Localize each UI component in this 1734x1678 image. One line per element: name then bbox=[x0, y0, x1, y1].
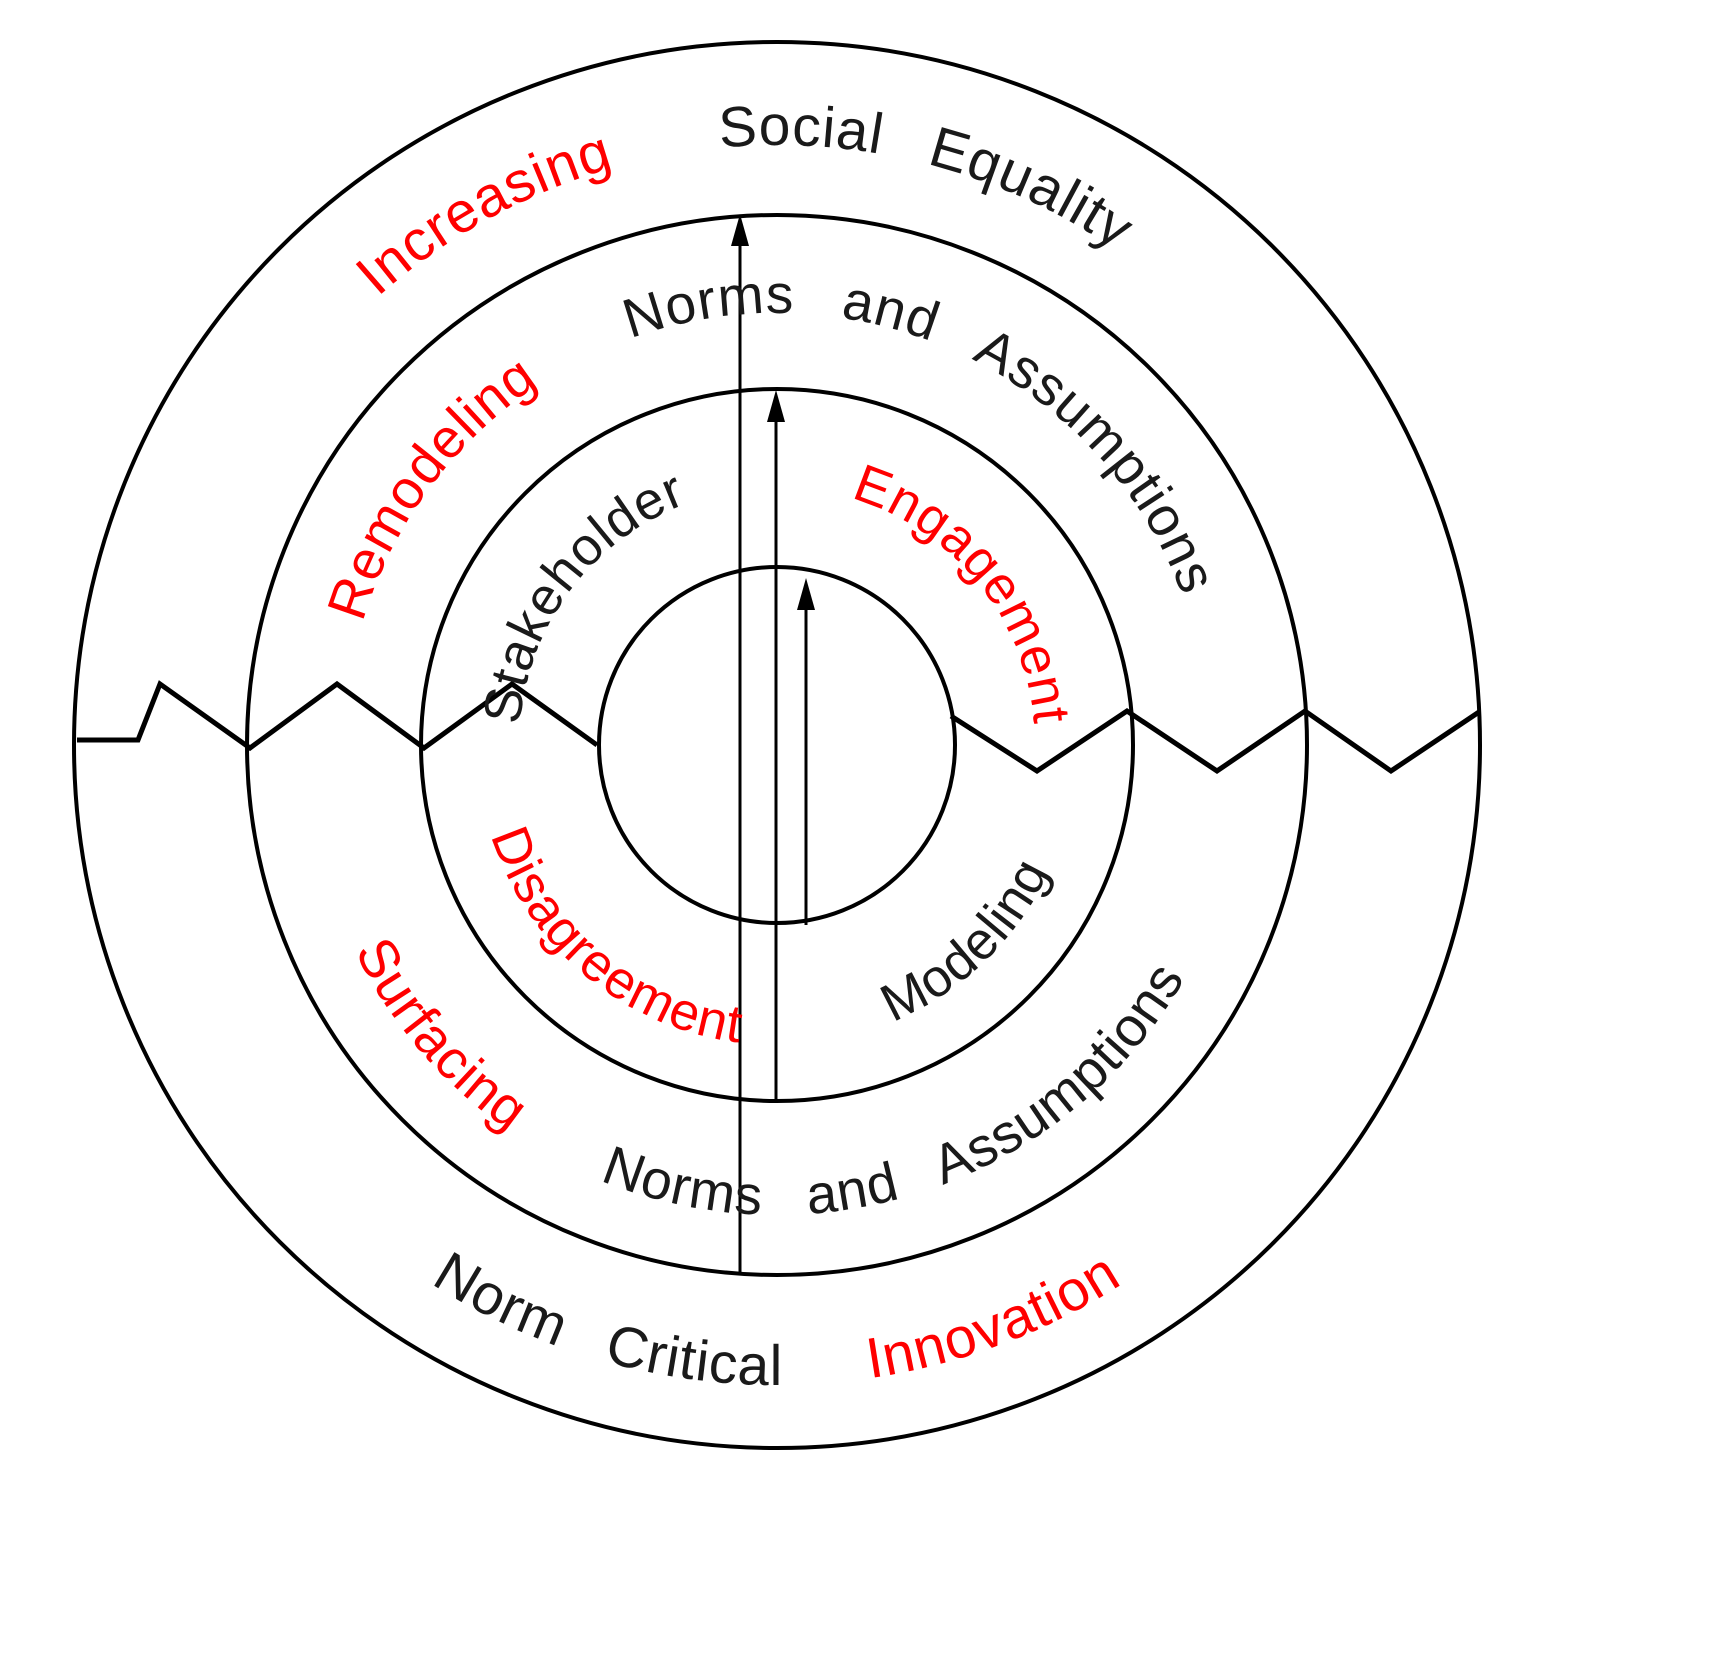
outer-top-red-text: Increasing bbox=[344, 118, 619, 307]
inner-ring-bottom-label: Disagreement Modeling bbox=[479, 819, 1060, 1058]
middle-bottom-red-text: Surfacing bbox=[344, 927, 540, 1141]
outer-circle bbox=[72, 40, 1482, 1450]
middle-top-black-text: Norms and Assumptions bbox=[615, 263, 1229, 602]
inner-top-red-text: Engagement bbox=[846, 453, 1081, 726]
arrow-inner bbox=[797, 578, 815, 925]
inner-top-black-text: Stakeholder bbox=[473, 459, 693, 727]
outer-bottom-red-text: Innovation bbox=[862, 1240, 1131, 1391]
middle-ring-bottom-label: Surfacing Norms and Assumptions bbox=[344, 927, 1196, 1227]
outer-bottom-black-text: Norm Critical bbox=[424, 1240, 784, 1399]
inner-bottom-red-text: Disagreement bbox=[479, 819, 747, 1055]
middle-top-red-text: Remodeling bbox=[315, 343, 547, 627]
left-zigzag-line bbox=[77, 680, 599, 752]
arrow-outer-head bbox=[731, 214, 749, 246]
arrow-middle bbox=[767, 390, 785, 1102]
right-zigzag-line bbox=[949, 707, 1481, 775]
arrow-outer bbox=[731, 214, 749, 1272]
outer-ring-bottom-label: Norm Critical Innovation bbox=[424, 1240, 1131, 1399]
arrow-inner-head bbox=[797, 578, 815, 610]
arrow-middle-head bbox=[767, 390, 785, 422]
